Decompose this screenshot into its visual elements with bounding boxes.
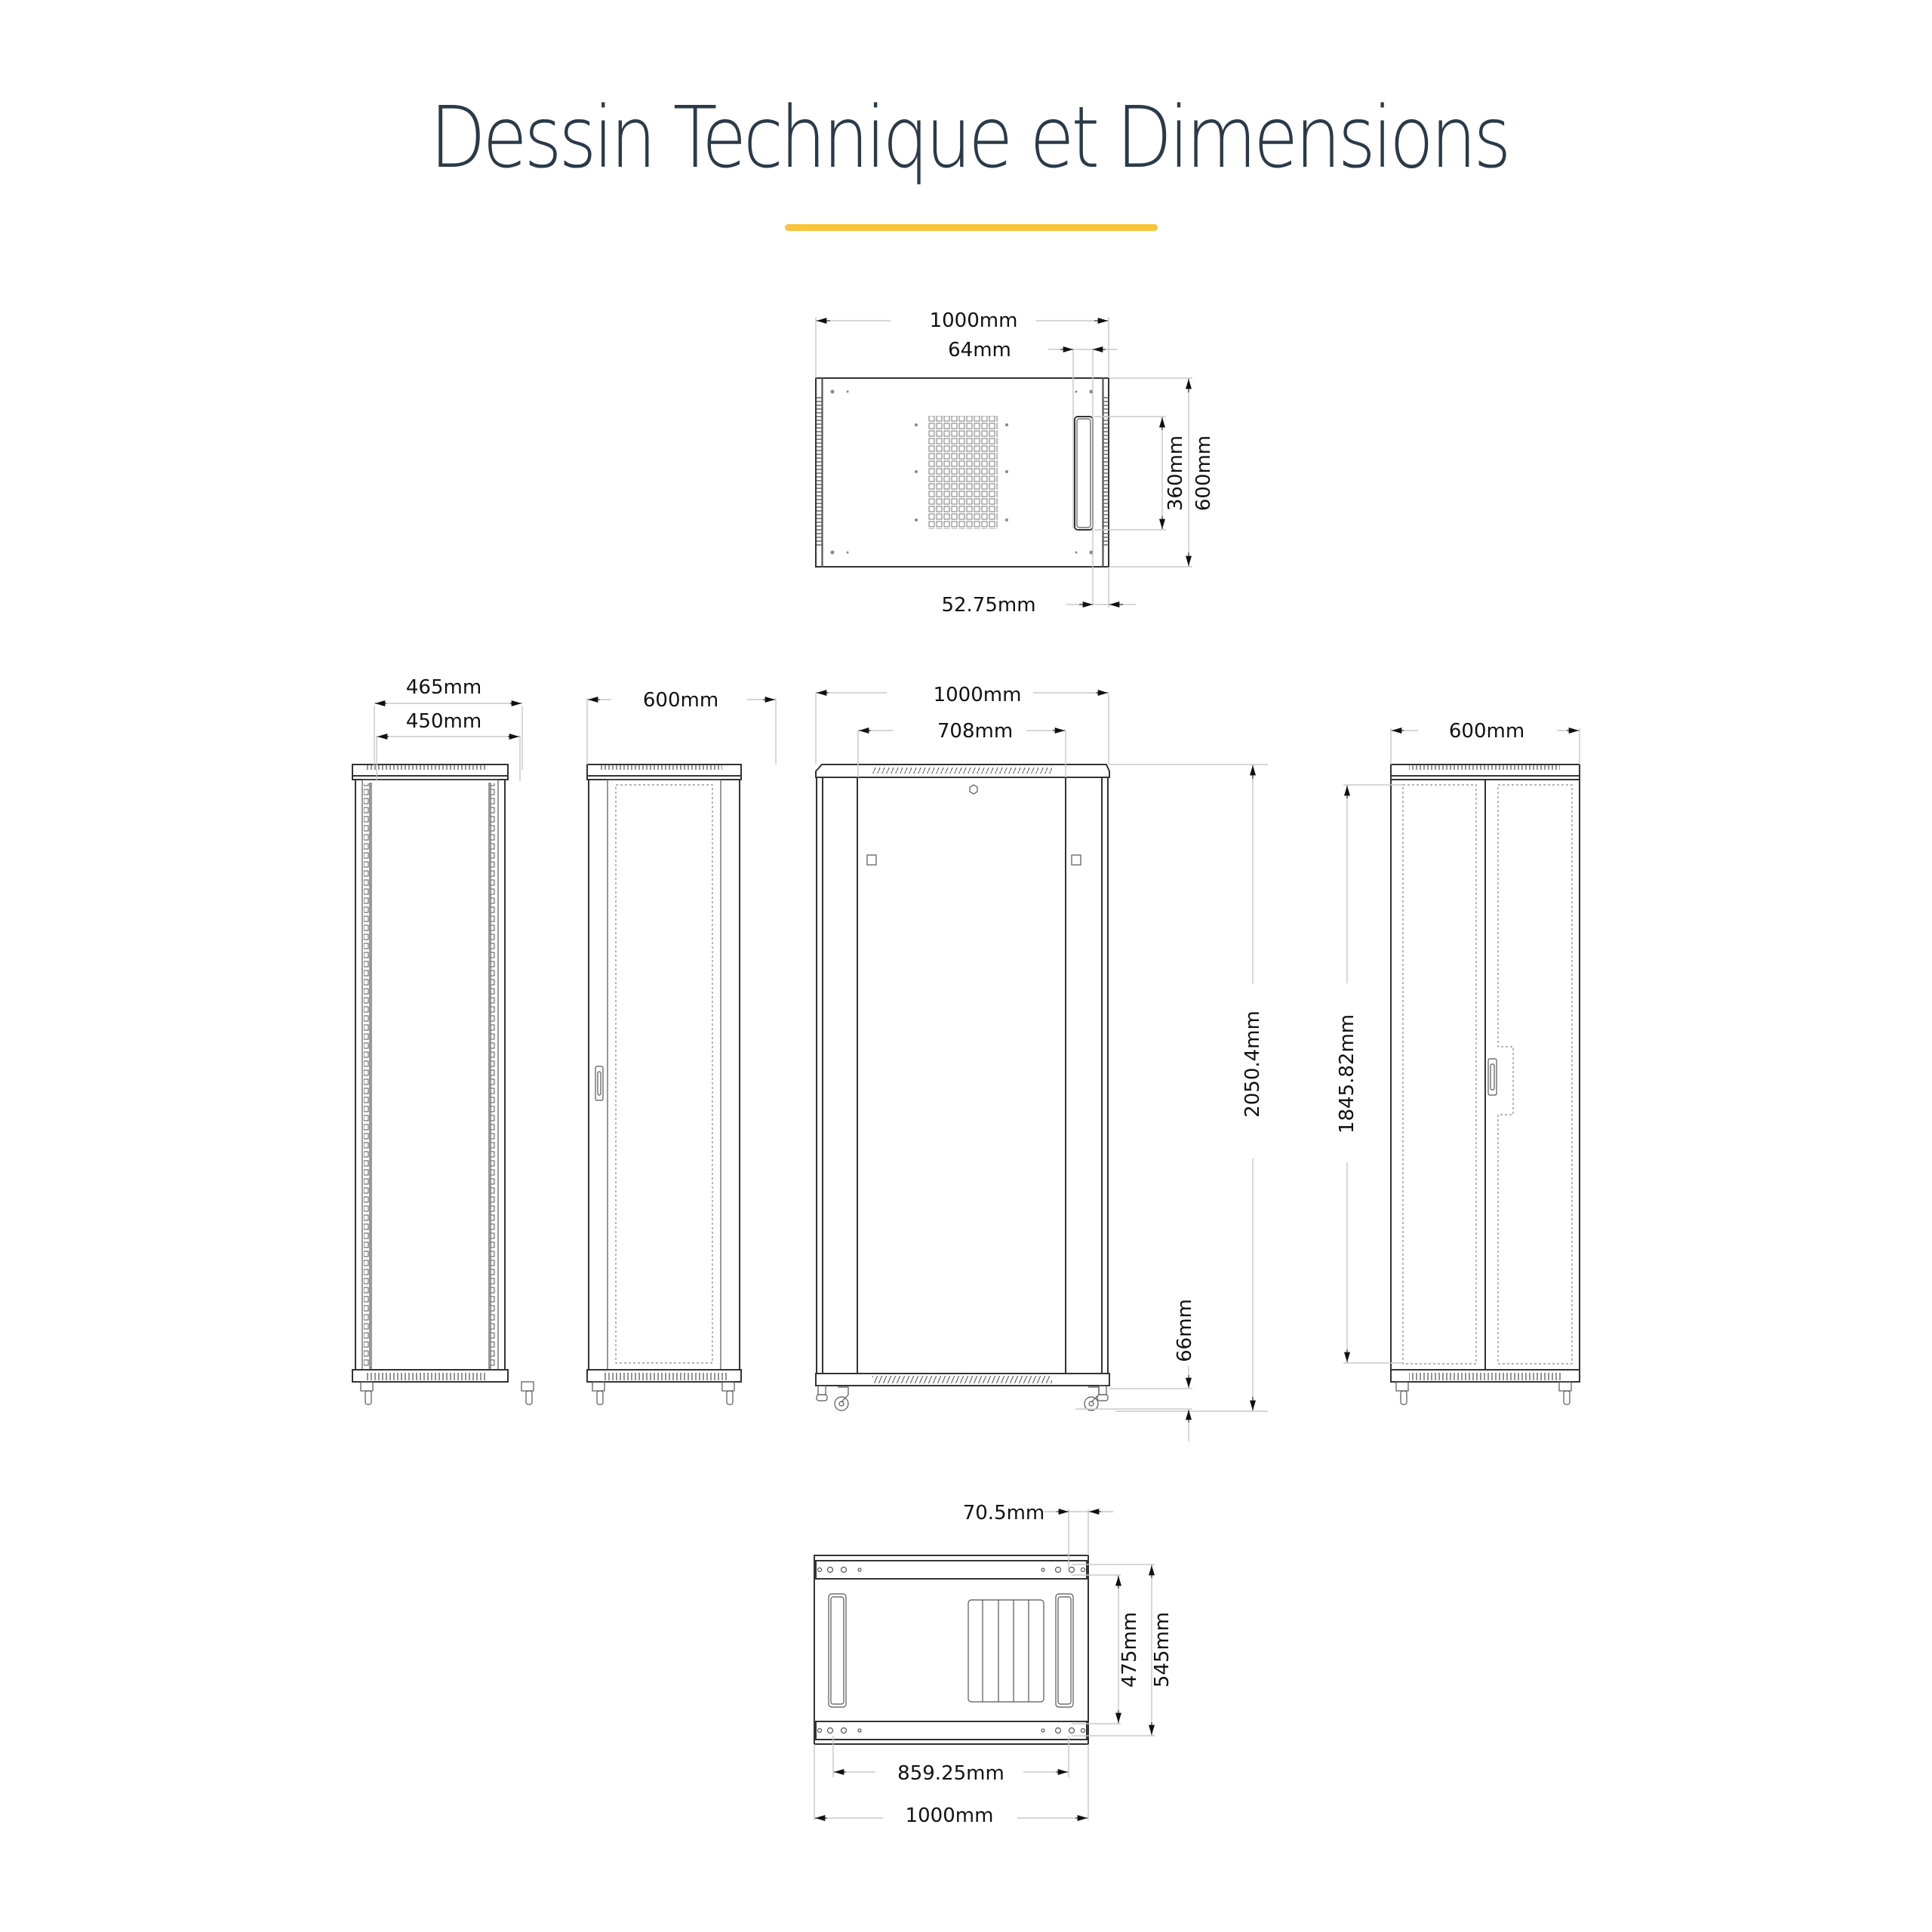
- bottom-inner-depth-label: 475mm: [1118, 1612, 1141, 1687]
- top-depth-label: 600mm: [1192, 435, 1215, 511]
- rear-view-double-door: 600mm 1845.82mm: [1336, 720, 1580, 1405]
- bottom-mount-spacing-label: 859.25mm: [897, 1762, 1004, 1785]
- side-outer-rail-label: 465mm: [406, 676, 481, 699]
- top-handle-height-label: 360mm: [1164, 435, 1187, 511]
- side-inner-rail-label: 450mm: [406, 710, 481, 733]
- front-door-width-label: 708mm: [937, 720, 1013, 743]
- rear-width-label: 600mm: [1449, 720, 1524, 743]
- side-panel-width-label: 600mm: [643, 689, 718, 712]
- top-view: 1000mm 64mm 360mm 600mm 52.75mm: [815, 309, 1215, 617]
- top-rail-offset-label: 52.75mm: [941, 594, 1035, 617]
- side-view-panel: 600mm: [586, 689, 777, 1405]
- bottom-rail-offset-label: 70.5mm: [963, 1502, 1045, 1524]
- front-width-label: 1000mm: [934, 684, 1022, 706]
- front-view: 1000mm 708mm 2050.4mm 66mm: [815, 684, 1268, 1441]
- front-height-label: 2050.4mm: [1241, 1011, 1264, 1118]
- bottom-width-label: 1000mm: [906, 1804, 994, 1827]
- top-width-label: 1000mm: [930, 309, 1018, 332]
- bottom-outer-depth-label: 545mm: [1151, 1612, 1174, 1687]
- top-side-offset-label: 64mm: [948, 339, 1011, 361]
- title-accent-underline: [785, 224, 1158, 231]
- front-caster-height-label: 66mm: [1174, 1299, 1196, 1362]
- bottom-view: 70.5mm 475mm 545mm 859.25mm 1000mm: [814, 1502, 1174, 1827]
- page-title: Dessin Technique et Dimensions: [429, 89, 1512, 187]
- side-view-rails: 465mm 450mm: [352, 676, 534, 1405]
- rear-door-height-label: 1845.82mm: [1336, 1014, 1358, 1134]
